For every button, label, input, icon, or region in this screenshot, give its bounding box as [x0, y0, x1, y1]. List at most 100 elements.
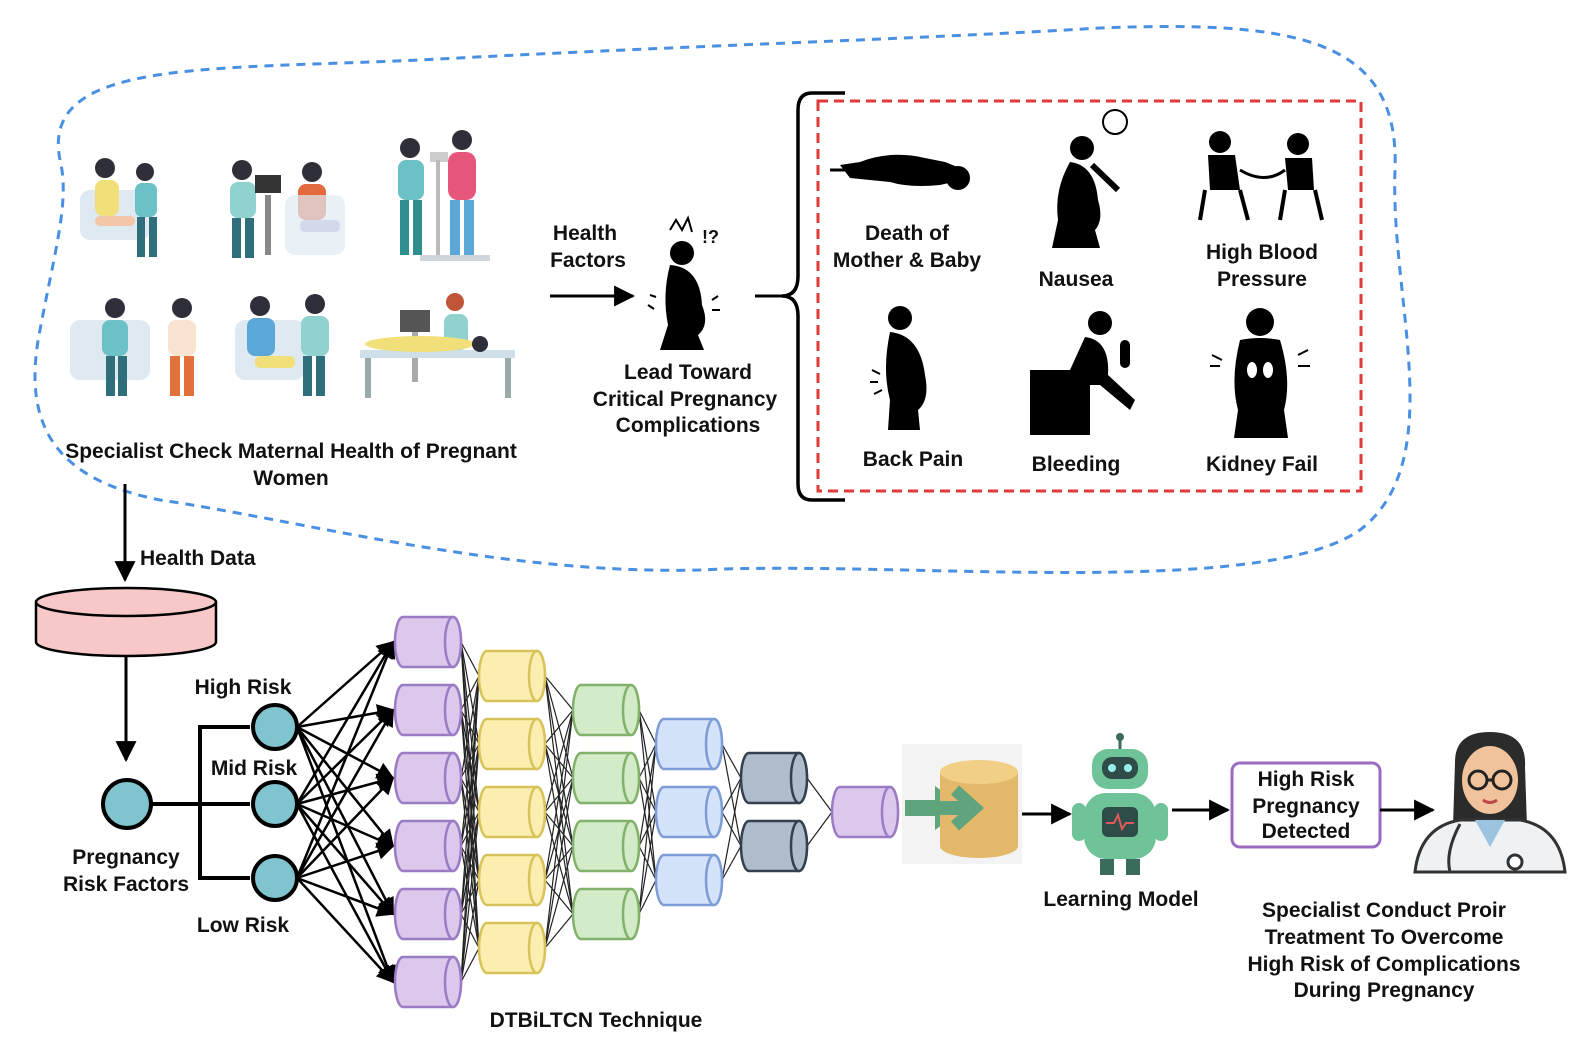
mid-risk-label: Mid Risk: [211, 757, 298, 780]
network-edge: [460, 811, 480, 983]
mid-risk-node: [251, 780, 299, 828]
network-edge: [721, 845, 742, 881]
network-unit: [477, 853, 547, 907]
complication-kidney: Kidney Fail: [1206, 453, 1318, 476]
network-edge: [806, 811, 833, 847]
risk-network-arrow: [296, 776, 395, 879]
checkup-scene-icon: [230, 160, 345, 258]
network-unit: [571, 751, 641, 805]
network-edge: [638, 879, 657, 915]
health-database-icon: [34, 586, 218, 658]
risk-factors-line1: Pregnancy: [72, 846, 180, 869]
network-unit: [571, 819, 641, 873]
risk-network-arrow: [296, 877, 395, 984]
treatment-line2: Treatment To Overcome: [1265, 926, 1504, 949]
network-unit: [477, 717, 547, 771]
network-edge: [638, 743, 657, 779]
network-unit: [571, 683, 641, 737]
checkup-scene-icon: [235, 294, 329, 396]
risk-network-arrow: [296, 726, 395, 848]
network-edge: [460, 675, 480, 983]
complication-caption-line1: Lead Toward: [624, 361, 752, 384]
detected-line3: Detected: [1262, 820, 1351, 843]
network-unit: [830, 785, 900, 839]
network-unit: [477, 649, 547, 703]
complication-caption-line3: Complications: [616, 414, 761, 437]
complication-bleeding: Bleeding: [1032, 453, 1121, 476]
detected-box: [1230, 761, 1382, 849]
network-edge: [721, 743, 742, 779]
checkup-caption-line2: Women: [253, 467, 328, 490]
complication-nausea: Nausea: [1039, 268, 1114, 291]
risk-tree: [152, 725, 250, 880]
checkup-scene-icon: [398, 130, 490, 261]
risk-network-arrow: [295, 640, 396, 879]
network-edge: [460, 675, 480, 847]
risk-network-arrow: [295, 726, 395, 916]
risk-network-arrow: [295, 640, 395, 805]
network-unit: [393, 819, 463, 873]
risk-network-arrow: [295, 803, 395, 984]
patient-care-region: [33, 25, 1412, 574]
curly-brace: [781, 91, 845, 502]
network-edge: [544, 675, 574, 711]
network-edge: [638, 709, 657, 745]
treatment-line1: Specialist Conduct Proir: [1262, 899, 1506, 922]
doctor-icon: [1413, 732, 1567, 874]
risk-to-network-arrows: [295, 640, 396, 984]
checkup-caption-line1: Specialist Check Maternal Health of Preg…: [65, 440, 517, 463]
robot-icon: [1072, 733, 1168, 875]
treatment-line3: High Risk of Complications: [1247, 953, 1520, 976]
svg-text:!?: !?: [702, 227, 719, 247]
arrow-head: [950, 785, 984, 831]
risk-network-arrow: [296, 876, 395, 917]
risk-network-arrow: [296, 640, 395, 728]
network-unit: [393, 751, 463, 805]
detected-line2: Pregnancy: [1252, 795, 1360, 818]
network-unit: [393, 683, 463, 737]
network-edge: [638, 743, 657, 915]
pregnancy-risk-factors-node: [101, 778, 153, 830]
health-factors-line1: Health: [553, 222, 617, 245]
network-edge: [544, 709, 574, 745]
network-connections: [460, 641, 833, 983]
health-factors-line2: Factors: [550, 249, 626, 272]
complication-death-line1: Death of: [865, 222, 950, 245]
risk-network-arrow: [295, 726, 396, 984]
checkup-scene-icon: [80, 158, 157, 257]
technique-label: DTBiLTCN Technique: [490, 1009, 703, 1032]
treatment-line4: During Pregnancy: [1294, 979, 1475, 1002]
network-edge: [460, 675, 480, 779]
network-edge: [721, 777, 742, 881]
network-edge: [544, 709, 574, 881]
high-risk-label: High Risk: [195, 676, 292, 699]
network-unit: [654, 785, 724, 839]
complication-bp-line2: Pressure: [1217, 268, 1307, 291]
network-edge: [721, 777, 742, 813]
low-risk-node: [251, 854, 299, 902]
network-edge: [460, 675, 480, 915]
kidney-figure-icon: [1210, 308, 1310, 438]
complication-bp-line1: High Blood: [1206, 241, 1318, 264]
network-edge: [544, 845, 574, 949]
bleeding-figure-icon: [1030, 311, 1135, 435]
high-risk-node: [251, 703, 299, 751]
network-unit: [393, 615, 463, 669]
back-pain-figure-icon: [870, 306, 927, 430]
nausea-figure-icon: [1052, 109, 1128, 248]
network-unit: [739, 751, 809, 805]
network-edge: [460, 879, 480, 983]
network-edge: [460, 675, 480, 711]
risk-network-arrow: [296, 842, 395, 880]
health-data-label: Health Data: [140, 547, 256, 570]
network-edge: [544, 709, 574, 949]
network-edge: [544, 709, 574, 813]
risk-network-arrow: [296, 803, 395, 916]
network-unit: [654, 853, 724, 907]
complication-back-pain: Back Pain: [863, 448, 963, 471]
checkup-scene-icon: [70, 298, 196, 396]
network-edge: [638, 743, 657, 847]
learning-model-label: Learning Model: [1043, 888, 1198, 911]
risk-factors-line2: Risk Factors: [63, 873, 189, 896]
lying-figure-icon: [830, 154, 970, 190]
